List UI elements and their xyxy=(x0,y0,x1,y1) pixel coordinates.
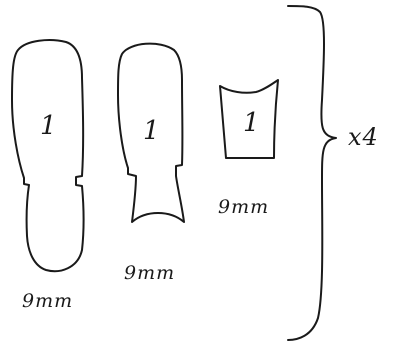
piece-3-number: 1 xyxy=(243,108,260,138)
piece-1-dimension-label: 9mm xyxy=(22,290,74,312)
curly-brace xyxy=(287,5,337,341)
piece-1-outline xyxy=(11,39,85,273)
piece-1-number: 1 xyxy=(40,111,57,141)
piece-3-dimension-label: 9mm xyxy=(218,196,270,218)
piece-3-outline xyxy=(219,79,279,160)
piece-2-number: 1 xyxy=(143,116,160,146)
piece-2-dimension-label: 9mm xyxy=(124,262,176,284)
quantity-multiplier: x4 xyxy=(348,123,379,151)
piece-2-outline xyxy=(117,42,185,223)
